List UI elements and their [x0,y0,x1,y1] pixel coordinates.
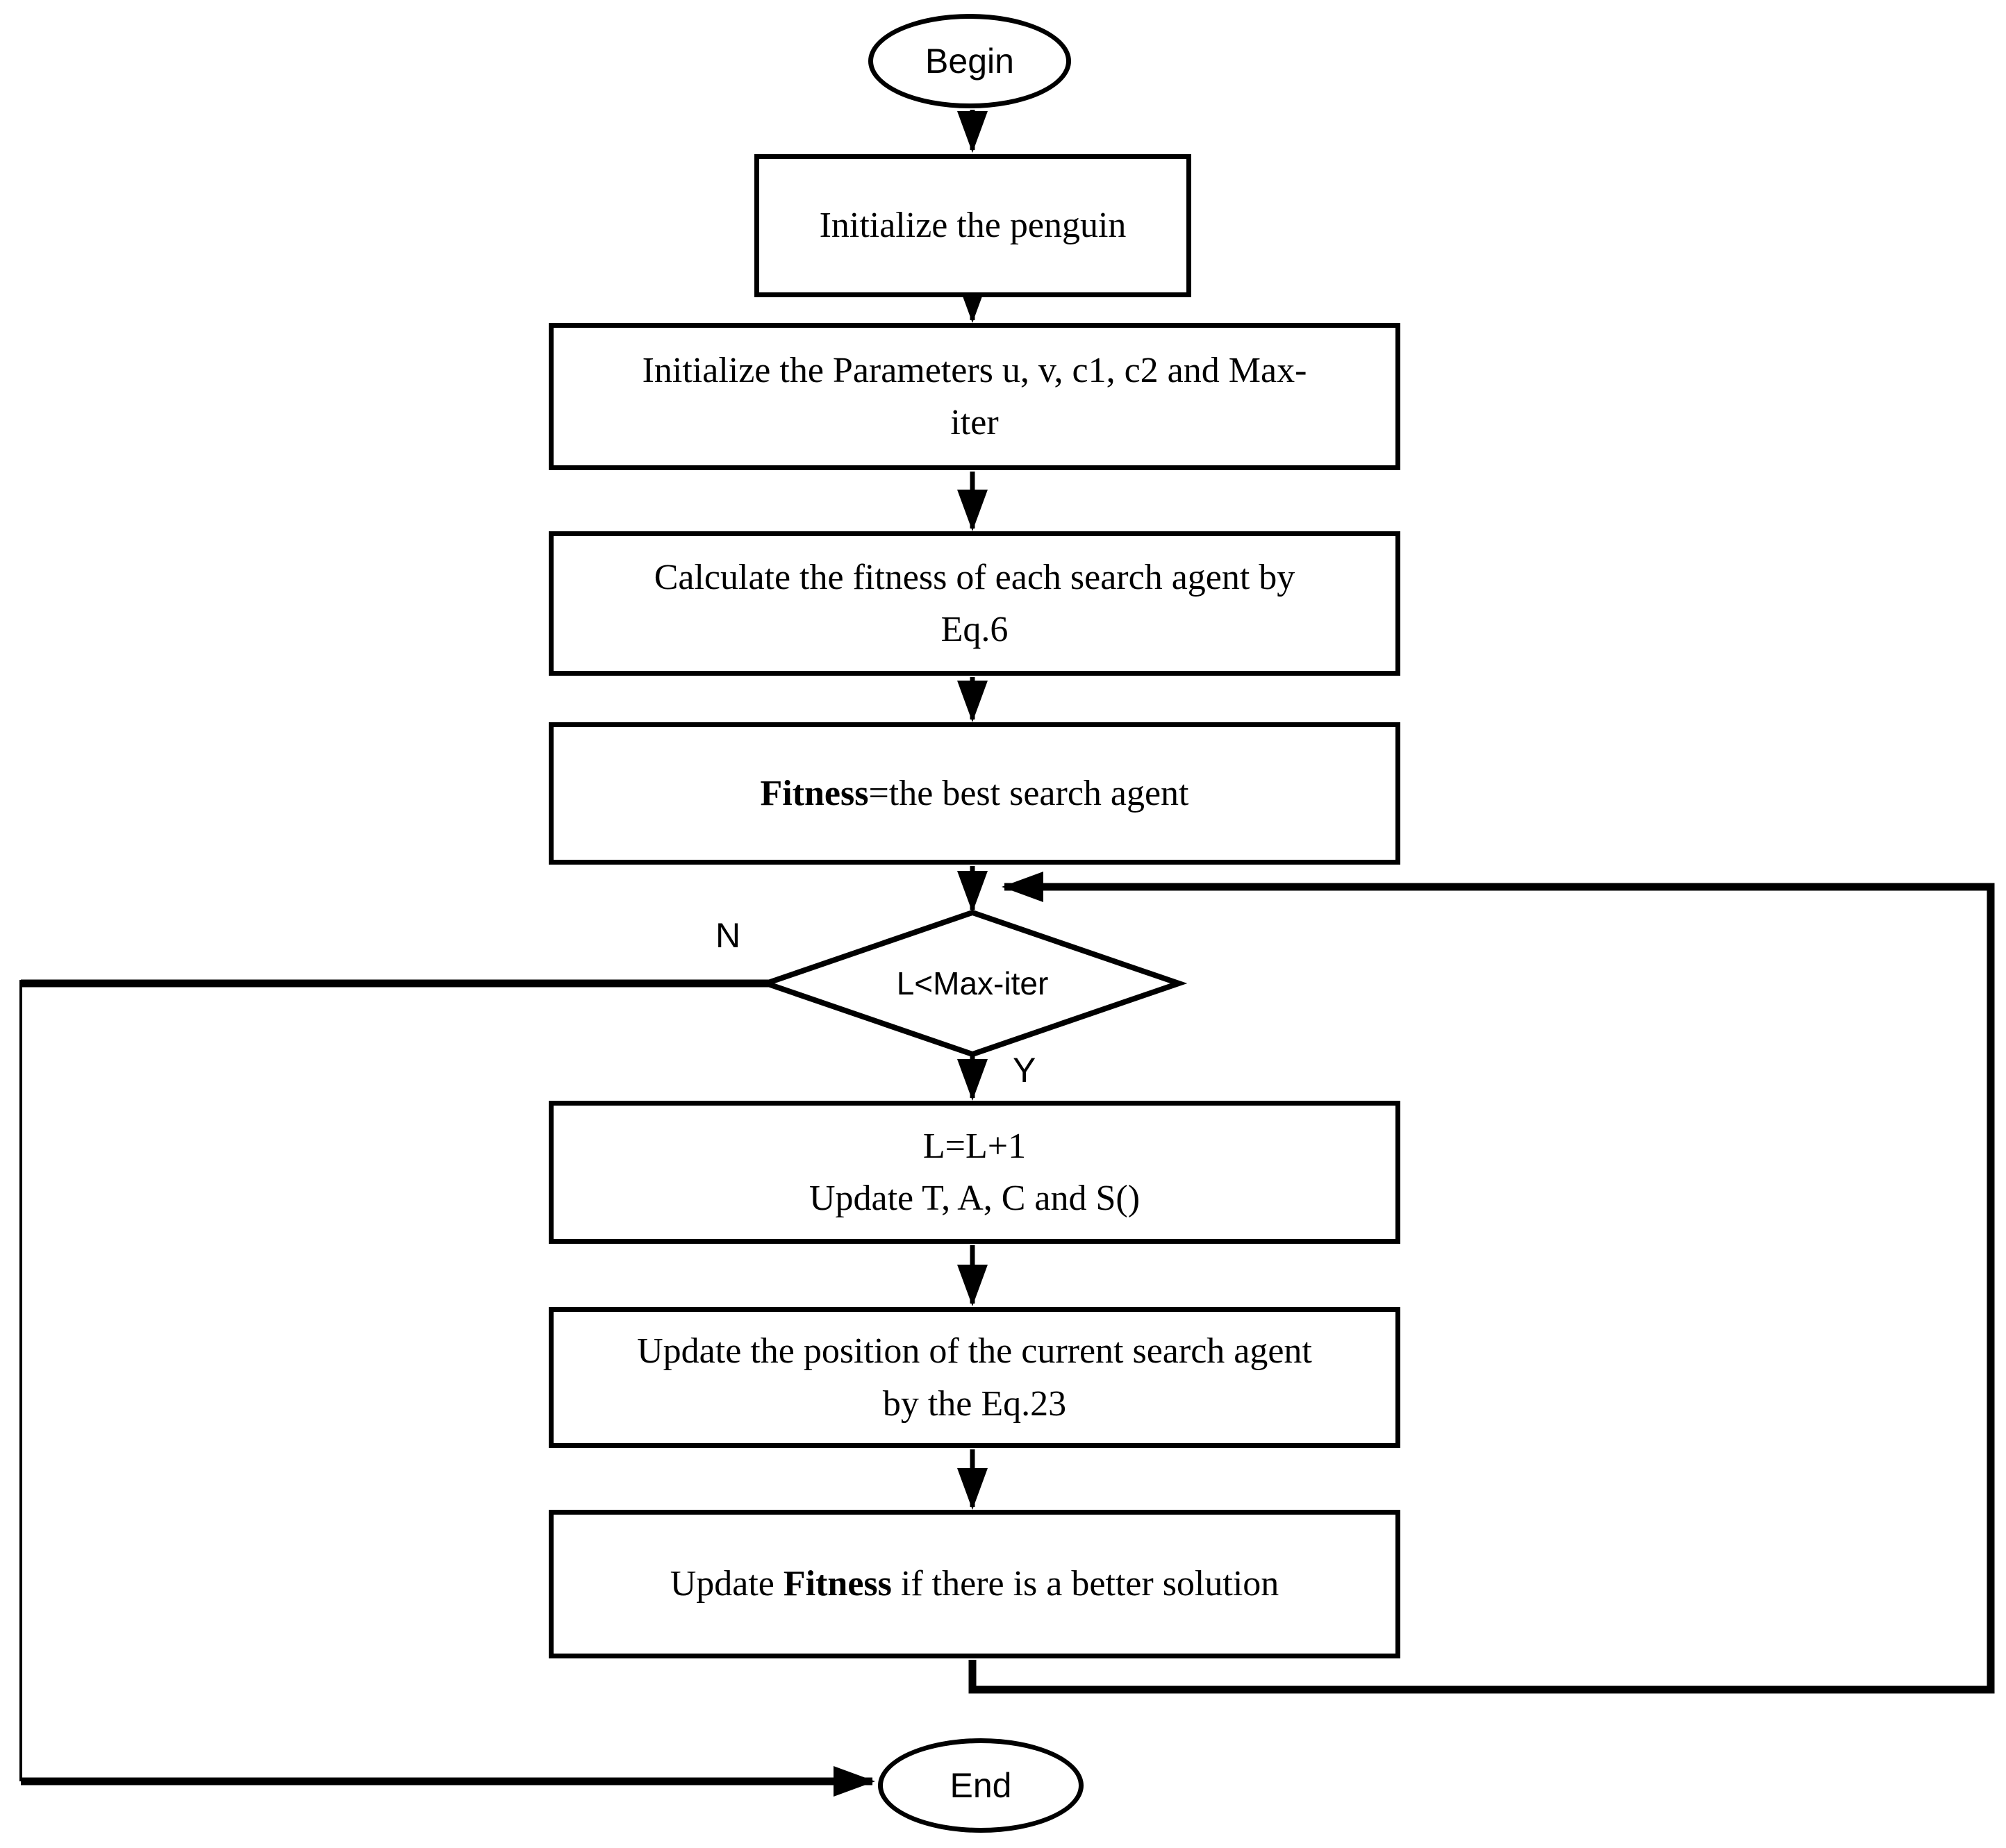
process-line: L=L+1 [922,1126,1027,1166]
fitness-bold-text: Fitness [760,773,869,813]
process-line: Update T, A, C and S() [809,1179,1141,1218]
process-line: Fitness=the best search agent [760,767,1188,819]
end-terminator: End [878,1738,1084,1833]
decision-yes-label: Y [1013,1051,1036,1090]
begin-label: Begin [925,42,1014,81]
fitness-bold-text: Fitness [783,1564,892,1604]
decision-diamond [757,909,1188,1058]
process-line: by the Eq.23 [882,1383,1067,1424]
process-line-rest: =the best search agent [868,773,1189,813]
process-calculate-fitness: Calculate the fitness of each search age… [549,531,1400,676]
process-line: Calculate the fitness of each search age… [654,557,1295,597]
decision-no-label: N [715,916,741,955]
process-line: Eq.6 [940,610,1009,649]
process-line: Update the position of the current searc… [637,1331,1312,1372]
process-best-fitness: Fitness=the best search agent [549,722,1400,865]
process-line-post: if there is a better solution [891,1564,1279,1604]
decision-condition: L<Max-iter [766,913,1179,1054]
process-update-fitness: Update Fitness if there is a better solu… [549,1510,1400,1658]
process-line: Initialize the penguin [819,206,1127,246]
edge-loop-back [968,872,1995,1694]
process-line-pre: Update [670,1564,784,1604]
process-line: iter [950,403,999,442]
process-update-position: Update the position of the current searc… [549,1307,1400,1448]
process-line: Update Fitness if there is a better solu… [670,1558,1279,1610]
end-label: End [950,1766,1012,1805]
process-update-l: L=L+1 Update T, A, C and S() [549,1101,1400,1244]
process-line: Initialize the Parameters u, v, c1, c2 a… [642,350,1307,390]
decision-condition-text: L<Max-iter [896,965,1049,1001]
begin-terminator: Begin [868,14,1071,108]
process-initialize-penguin: Initialize the penguin [754,154,1191,297]
process-initialize-parameters: Initialize the Parameters u, v, c1, c2 a… [549,323,1400,470]
